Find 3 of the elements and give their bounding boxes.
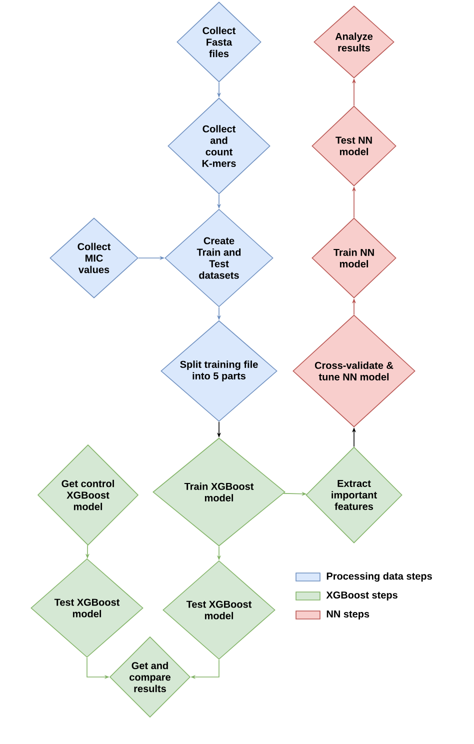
legend-label: XGBoost steps — [326, 591, 398, 601]
legend-label: NN steps — [326, 610, 370, 620]
legend-label: Processing data steps — [326, 572, 432, 582]
